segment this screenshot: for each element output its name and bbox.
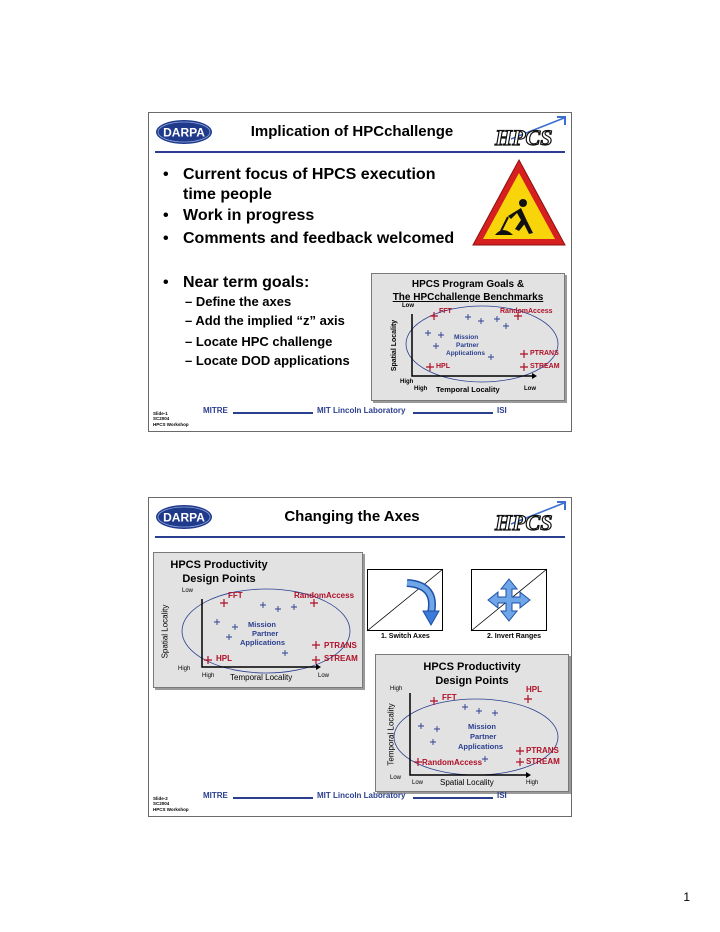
switch-axes-label: 1. Switch Axes — [381, 633, 430, 640]
road-work-sign-icon — [471, 157, 567, 249]
inverted-design-points-panel: HPCS Productivity Design Points High Low… — [375, 654, 569, 792]
switch-axes-diagram — [367, 569, 443, 631]
svg-text:DARPA: DARPA — [163, 126, 205, 140]
sub-item: – Locate HPC challenge — [185, 334, 332, 349]
slide-footer: MITRE MIT Lincoln Laboratory ISI — [203, 407, 505, 419]
sub-item: – Define the axes — [185, 294, 291, 309]
slide-1: DARPA Implication of HPCchallenge HPCS •… — [148, 112, 572, 432]
x-axis-label: Spatial Locality — [440, 778, 494, 787]
design-points-panel: HPCS Productivity Design Points Low High… — [153, 552, 363, 688]
svg-text:HPCS: HPCS — [494, 510, 552, 535]
y-axis-label: Temporal Locality — [387, 703, 396, 765]
invert-ranges-diagram — [471, 569, 547, 631]
locality-panel: HPCS Program Goals & The HPCchallenge Be… — [371, 273, 565, 401]
hpcs-logo: HPCS — [491, 115, 567, 149]
bullet-item: •Near term goals: — [163, 273, 363, 293]
slide-footer: MITRE MIT Lincoln Laboratory ISI — [203, 792, 505, 804]
x-axis-label: Temporal Locality — [436, 385, 500, 394]
darpa-logo: DARPA — [155, 119, 213, 145]
bullet-item: •Work in progress — [163, 206, 463, 226]
header-divider — [155, 151, 565, 153]
header-divider — [155, 536, 565, 538]
sub-item: – Add the implied “z” axis — [185, 313, 345, 328]
page-number: 1 — [683, 890, 690, 904]
sub-item: – Locate DOD applications — [185, 353, 350, 368]
y-axis-label: Spatial Locality — [160, 605, 169, 659]
svg-text:DARPA: DARPA — [163, 511, 205, 525]
darpa-logo: DARPA — [155, 504, 213, 530]
invert-ranges-label: 2. Invert Ranges — [487, 633, 541, 640]
x-axis-label: Temporal Locality — [230, 673, 292, 682]
hpcs-logo: HPCS — [491, 500, 567, 534]
svg-text:HPCS: HPCS — [494, 125, 552, 150]
y-axis-label: Spatial Locality — [391, 320, 398, 371]
bullet-item: • Current focus of HPCS execution time p… — [163, 165, 463, 205]
bullet-item: •Comments and feedback welcomed — [163, 229, 463, 249]
slide-2: DARPA Changing the Axes HPCS HPCS Produc… — [148, 497, 572, 817]
slide-title: Implication of HPCchallenge — [219, 123, 485, 140]
slide-title: Changing the Axes — [219, 508, 485, 525]
